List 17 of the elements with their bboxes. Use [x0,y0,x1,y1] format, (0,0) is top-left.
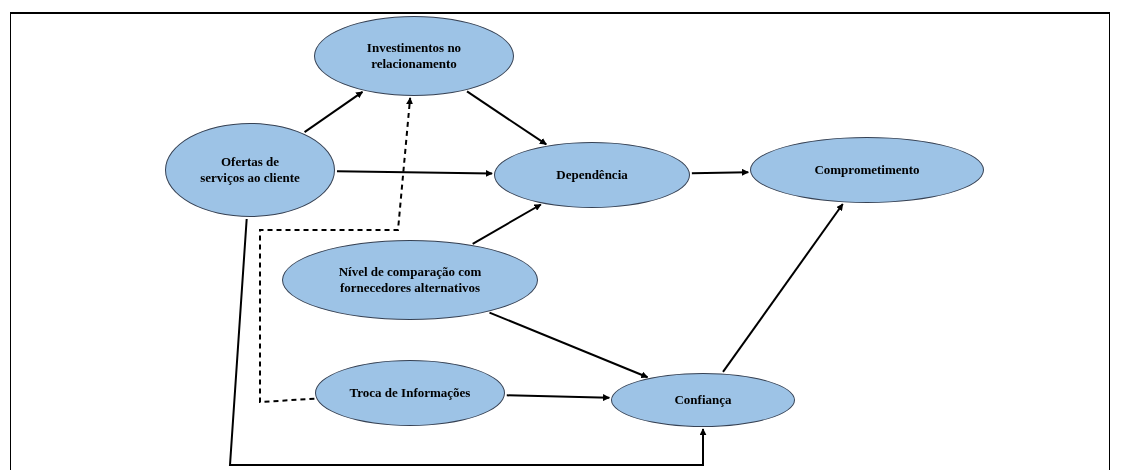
arrow [471,203,542,245]
node-label: Dependência [556,167,628,183]
arrow [303,90,364,134]
arrow [228,217,707,466]
arrow [722,203,844,373]
node-label: Ofertas de serviços ao cliente [200,154,300,186]
arrow [488,311,649,379]
node-label: Investimentos no relacionamento [365,40,463,72]
node-label: Confiança [674,392,732,408]
arrow [335,169,494,177]
arrow [690,168,750,176]
arrow [259,96,414,404]
arrow [466,90,548,146]
node-label: Comprometimento [814,162,920,178]
node-label: Nível de comparação com fornecedores alternativos [337,264,483,296]
node-label: Troca de Informações [349,385,471,401]
arrow [505,394,611,402]
